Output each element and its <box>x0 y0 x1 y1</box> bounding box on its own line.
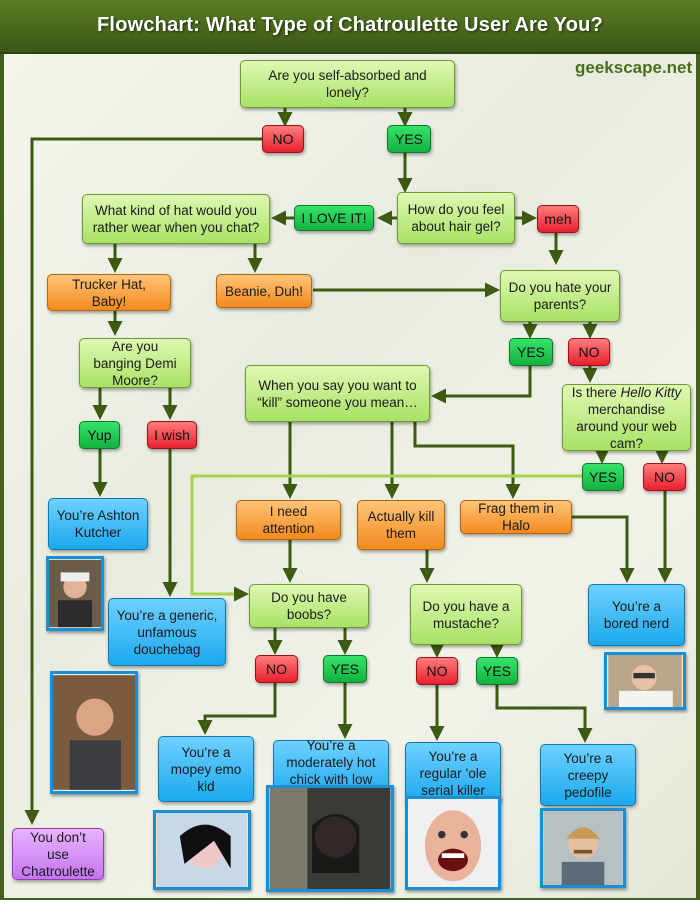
label-yes-hello-kitty: YES <box>582 463 624 491</box>
question-kill: When you say you want to “kill” someone … <box>245 365 430 422</box>
photo-generic-douchebag <box>50 671 138 794</box>
label-no-mustache: NO <box>416 657 458 685</box>
question-hello-kitty-text: Is there Hello Kitty merchandise around … <box>571 384 682 451</box>
label-yes-self-absorbed: YES <box>387 125 431 153</box>
title-bar: Flowchart: What Type of Chatroulette Use… <box>0 0 700 54</box>
result-ashton-kutcher: You’re Ashton Kutcher <box>48 498 148 550</box>
result-emo-kid: You’re a mopey emo kid <box>158 736 254 802</box>
answer-trucker-hat: Trucker Hat, Baby! <box>47 274 171 311</box>
question-hat: What kind of hat would you rather wear w… <box>82 194 270 244</box>
photo-bored-nerd <box>604 652 686 710</box>
label-love-it: I LOVE IT! <box>294 205 374 231</box>
label-i-wish: I wish <box>147 421 197 449</box>
answer-actually-kill: Actually kill them <box>357 500 445 550</box>
answer-frag-halo: Frag them in Halo <box>460 500 572 534</box>
question-hair-gel: How do you feel about hair gel? <box>397 192 515 244</box>
label-no-self-absorbed: NO <box>262 125 304 153</box>
label-meh: meh <box>537 205 579 233</box>
label-yes-boobs: YES <box>323 655 367 683</box>
answer-need-attention: I need attention <box>236 500 341 540</box>
label-no-boobs: NO <box>255 655 298 683</box>
result-creepy-pedofile: You’re a creepy pedofile <box>540 744 636 806</box>
result-bored-nerd: You’re a bored nerd <box>588 584 685 646</box>
label-no-hello-kitty: NO <box>643 463 686 491</box>
result-serial-killer: You’re a regular ’ole serial killer <box>405 742 501 804</box>
photo-creepy-pedofile <box>540 808 626 888</box>
chart-title: Flowchart: What Type of Chatroulette Use… <box>97 14 603 36</box>
question-self-absorbed: Are you self-absorbed and lonely? <box>240 60 455 108</box>
result-dont-use-chatroulette: You don’t use Chatroulette <box>12 828 104 880</box>
photo-serial-killer <box>405 796 501 890</box>
photo-hot-chick <box>266 785 394 892</box>
label-yup: Yup <box>79 421 120 449</box>
label-yes-parents: YES <box>509 338 553 366</box>
question-parents: Do you hate your parents? <box>500 270 620 322</box>
label-yes-mustache: YES <box>476 657 518 685</box>
result-generic-douchebag: You’re a generic, unfamous douchebag <box>108 598 226 666</box>
answer-beanie: Beanie, Duh! <box>216 274 312 308</box>
question-boobs: Do you have boobs? <box>249 584 369 628</box>
question-demi-moore: Are you banging Demi Moore? <box>79 338 191 388</box>
photo-emo-kid <box>153 810 251 890</box>
brand-watermark: geekscape.net <box>575 58 693 77</box>
question-hello-kitty: Is there Hello Kitty merchandise around … <box>562 384 691 451</box>
photo-ashton-kutcher <box>46 556 104 631</box>
question-mustache: Do you have a mustache? <box>410 584 522 645</box>
label-no-parents: NO <box>568 338 610 366</box>
